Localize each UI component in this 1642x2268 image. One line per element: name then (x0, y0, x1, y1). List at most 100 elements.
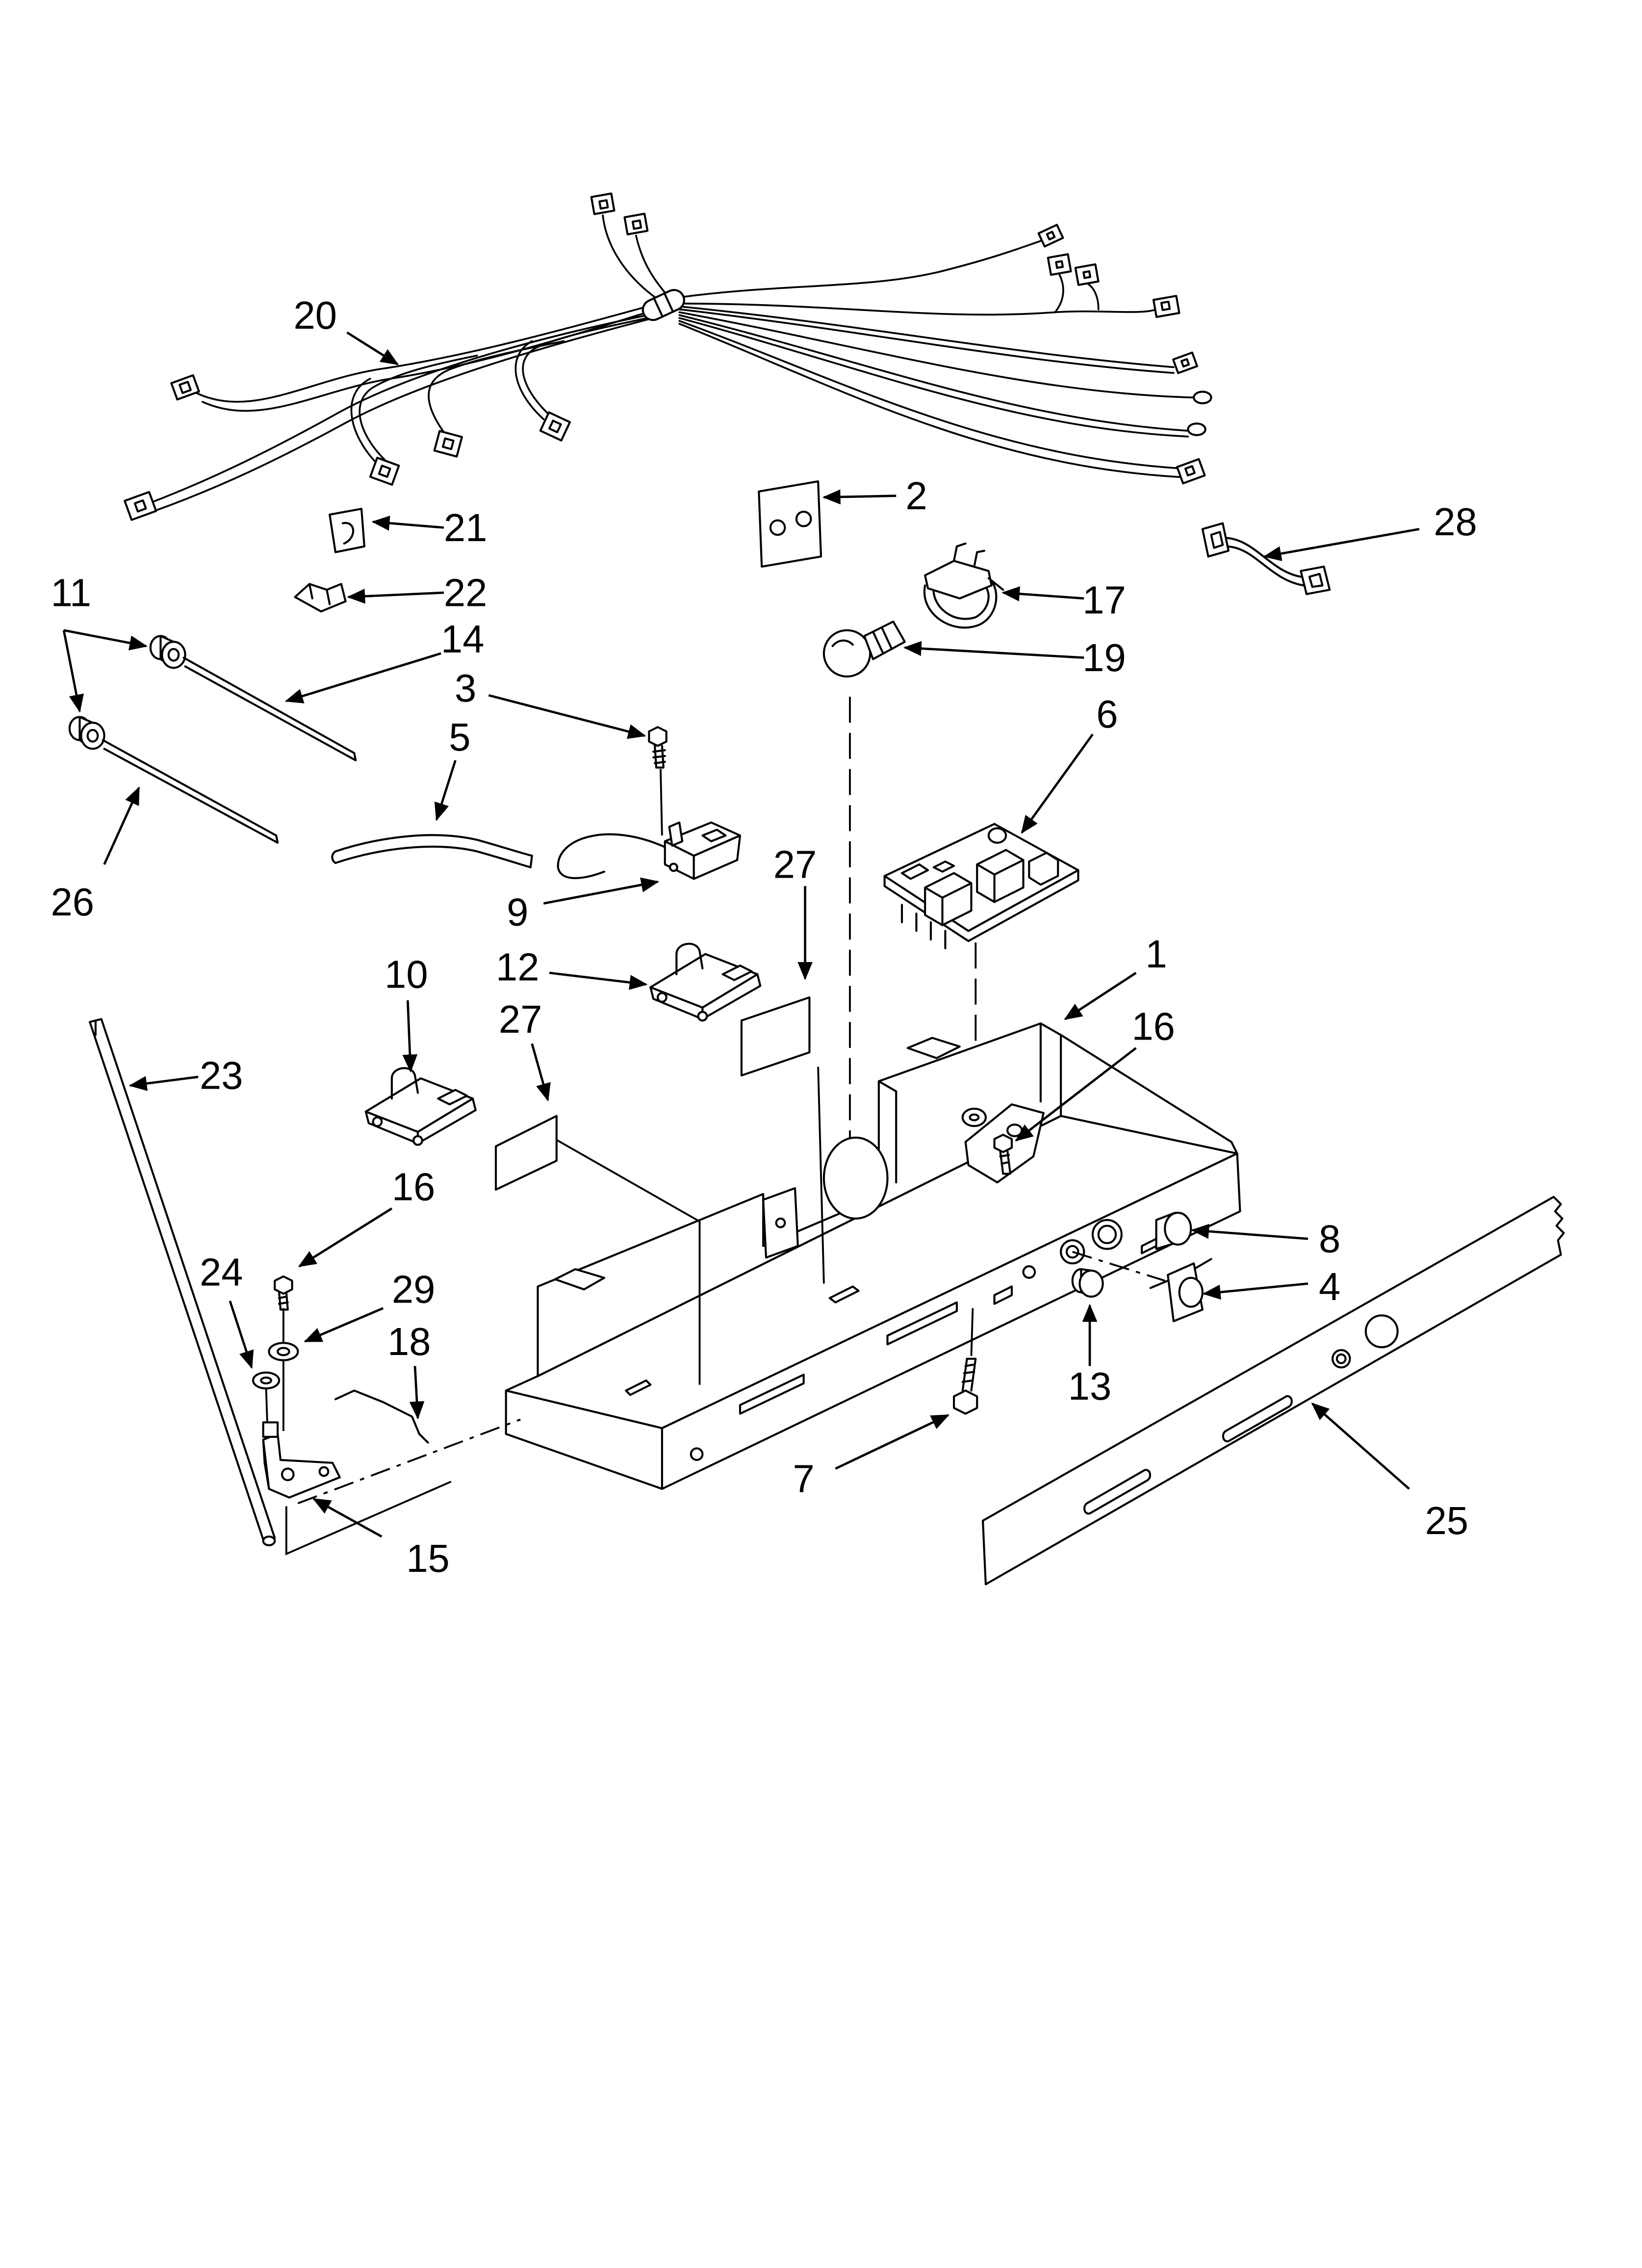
leader-4 (1202, 1282, 1308, 1300)
callout-15: 15 (406, 1537, 449, 1580)
leader-17 (1001, 586, 1084, 601)
leader-10 (402, 1000, 418, 1073)
harness-connector (590, 192, 616, 215)
harness-terminal (1193, 391, 1212, 405)
callout-21: 21 (444, 506, 487, 549)
harness-connector (1047, 253, 1072, 276)
callout-10: 10 (385, 952, 428, 996)
part-21-clip (329, 508, 365, 553)
leader-3 (488, 694, 646, 739)
part-11-tube-cap (149, 635, 186, 669)
part-17-lamp-socket (923, 542, 1004, 629)
part-13-plug (1071, 1268, 1104, 1298)
callout-9: 9 (507, 890, 528, 934)
harness-connector (433, 430, 463, 458)
callout-19: 19 (1082, 636, 1126, 679)
leader-28 (1263, 528, 1420, 561)
leader-23 (128, 1075, 199, 1091)
guide-line-15 (297, 1418, 521, 1505)
leader-15 (312, 1498, 383, 1538)
part-8-plug (1155, 1212, 1192, 1250)
callout-22: 22 (444, 571, 487, 615)
harness-connector (1176, 458, 1206, 485)
leader-16-upper (1015, 1047, 1137, 1142)
leader-9 (543, 877, 660, 905)
part-19-light-bulb (822, 620, 906, 678)
part-7-screw (953, 1357, 978, 1415)
part-27-label-lower (494, 1115, 558, 1191)
part-27-label-upper (740, 996, 811, 1077)
callout-24: 24 (200, 1250, 243, 1294)
part-10-thermistor-bracket (364, 1067, 477, 1146)
part-22-retainer (294, 583, 347, 613)
callout-12: 12 (496, 945, 539, 989)
part-14-capillary-tube (182, 656, 357, 761)
harness-connector (369, 457, 400, 486)
part-16-screw-upper (961, 1103, 1045, 1184)
leader-8 (1191, 1224, 1308, 1240)
callout-29: 29 (392, 1268, 435, 1311)
part-9-switch (557, 821, 742, 880)
leader-16-lower (298, 1207, 393, 1268)
part-3-screw (648, 726, 667, 769)
leader-lines (62, 331, 1420, 1538)
callout-25: 25 (1425, 1499, 1468, 1542)
leader-29 (304, 1307, 384, 1343)
part-11-tube-cap (68, 716, 105, 750)
part-28-jumper-harness (1201, 522, 1331, 596)
leader-11-lower (62, 630, 84, 713)
callout-27-lower: 27 (499, 997, 542, 1041)
guide-line-27-upper (817, 1067, 825, 1284)
harness-wires (152, 214, 1195, 511)
leader-2 (822, 489, 897, 505)
part-23-rod (89, 1018, 276, 1546)
part-20-wire-harness (124, 192, 1212, 521)
harness-connector (1037, 224, 1064, 248)
harness-connector (1152, 295, 1180, 318)
harness-connector (539, 411, 571, 442)
callout-16-upper: 16 (1131, 1004, 1175, 1048)
harness-clamp (641, 289, 685, 321)
part-2-plate (758, 480, 822, 568)
leader-7 (835, 1414, 950, 1470)
callout-labels: 20 21 22 2 28 17 19 11 14 3 5 26 9 6 27 … (51, 293, 1477, 1580)
leader-12 (549, 971, 648, 990)
guide-line-15-lower (285, 1481, 452, 1556)
leader-26 (103, 786, 140, 865)
leader-14 (284, 652, 441, 704)
harness-terminal (1187, 422, 1206, 436)
leader-1 (1064, 971, 1137, 1020)
harness-connector (1172, 351, 1198, 374)
callout-13: 13 (1068, 1364, 1111, 1408)
harness-connector (124, 491, 157, 521)
part-24-washer (252, 1371, 281, 1390)
callout-26: 26 (51, 880, 94, 924)
leader-5 (434, 760, 457, 821)
callout-5: 5 (449, 715, 470, 759)
part-15-hinge-bracket (262, 1421, 341, 1499)
leader-25 (1311, 1402, 1410, 1490)
guide-line-27-lower (554, 1138, 701, 1385)
callout-18: 18 (387, 1320, 431, 1363)
callout-11: 11 (51, 571, 91, 615)
callout-2: 2 (905, 474, 927, 518)
guide-line-3 (660, 769, 663, 836)
part-29-washer (268, 1342, 299, 1361)
harness-connector (623, 212, 649, 235)
leader-22 (347, 589, 444, 604)
leader-20 (346, 331, 399, 365)
callout-1: 1 (1145, 932, 1167, 976)
callout-3: 3 (455, 666, 476, 710)
leader-11-upper (63, 629, 148, 651)
callout-4: 4 (1319, 1265, 1340, 1308)
harness-connector (170, 374, 200, 401)
callout-6: 6 (1096, 692, 1118, 736)
callout-23: 23 (200, 1054, 243, 1097)
callout-8: 8 (1319, 1217, 1340, 1261)
harness-connectors (124, 192, 1212, 521)
callout-17: 17 (1082, 578, 1126, 622)
part-1-control-housing (505, 1022, 1241, 1490)
leader-18 (409, 1366, 425, 1420)
callout-7: 7 (793, 1457, 815, 1501)
